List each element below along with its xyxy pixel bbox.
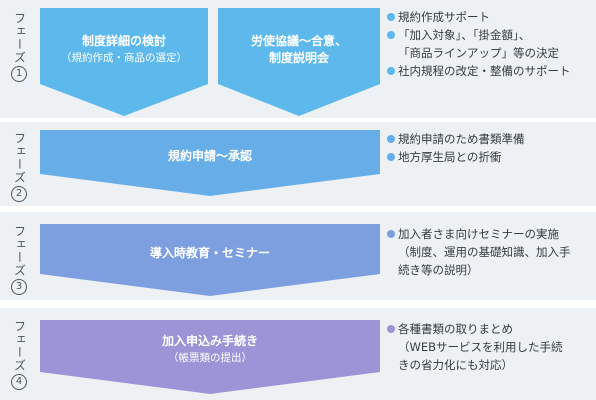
phase-4-step-arrow-1: 加入申込み手続き （帳票類の提出） [40,320,380,394]
note-line: 社内規程の改定・整備のサポート [398,64,571,78]
arrow-title: 加入申込み手続き [161,334,258,348]
phase-3-step-arrow-1: 導入時教育・セミナー [40,224,380,296]
note-line: 規約作成サポート [398,10,490,24]
arrow-polygon [40,8,208,116]
bullet-dot-icon [387,230,395,238]
arrow-shape [40,130,380,196]
phase-4-notes: 各種書類の取りまとめ （WEBサービスを利用した手続きの省力化にも対応） [386,320,594,374]
bullet-dot-icon [387,13,395,21]
phase-label-1: フェーズ 1 [8,12,30,82]
phase-label-3: フェーズ 3 [8,225,30,295]
bullet-dot-icon [387,31,395,39]
note-line: 「加入対象」、「掛金額」、 [398,28,531,42]
arrow-polygon [40,224,380,296]
note-item: 地方厚生局との折衝 [386,148,594,166]
note-item: 各種書類の取りまとめ （WEBサービスを利用した手続きの省力化にも対応） [386,320,594,374]
arrow-polygon [218,8,380,116]
arrow-title: 導入時教育・セミナー [149,245,270,260]
note-line: （WEBサービスを利用した手続 [398,340,563,354]
arrow-shape [40,224,380,296]
arrow-subtitle: （規約作成・商品の選定） [61,52,187,64]
note-line: 各種書類の取りまとめ [398,322,513,336]
note-line: 続き等の説明） [398,263,479,277]
phase-2-step-arrow-1: 規約申請～承認 [40,130,380,196]
note-line: 規約申請のため書類準備 [398,132,525,146]
arrow-title: 規約申請～承認 [167,148,252,163]
phase-label-4: フェーズ 4 [8,320,30,390]
note-line: 加入者さま向けセミナーの実施 [398,227,559,241]
note-line: 「商品ラインアップ」等の決定 [398,46,559,60]
phase-2-notes: 規約申請のため書類準備地方厚生局との折衝 [386,130,594,166]
bullet-dot-icon [387,325,395,333]
arrow-shape [40,8,208,116]
note-item: 規約申請のため書類準備 [386,130,594,148]
arrow-title: 制度詳細の検討 [81,34,166,48]
arrow-polygon [40,320,380,394]
note-item: 加入者さま向けセミナーの実施 （制度、運用の基礎知識、加入手続き等の説明） [386,225,594,279]
phase-1-step-arrow-2: 労使協議～合意、制度説明会 [218,8,380,116]
arrow-title: 制度説明会 [268,51,329,65]
note-line: きの省力化にも対応） [398,358,513,372]
phase-label-text: フェーズ [12,12,27,64]
note-line: （制度、運用の基礎知識、加入手 [398,245,571,259]
note-item: 社内規程の改定・整備のサポート [386,62,594,80]
note-item: 規約作成サポート [386,8,594,26]
bullet-dot-icon [387,135,395,143]
arrow-shape [40,320,380,394]
bullet-dot-icon [387,67,395,75]
phase-label-text: フェーズ [12,132,27,184]
arrow-subtitle: （帳票類の提出） [168,352,252,364]
note-line: 地方厚生局との折衝 [398,150,502,164]
phase-1-step-arrow-1: 制度詳細の検討 （規約作成・商品の選定） [40,8,208,116]
phase-label-text: フェーズ [12,320,27,372]
phase-number-badge: 3 [11,279,27,295]
phase-label-text: フェーズ [12,225,27,277]
phase-number-badge: 1 [11,66,27,82]
arrow-title: 労使協議～合意、 [250,34,347,48]
arrow-shape [218,8,380,116]
phase-label-2: フェーズ 2 [8,132,30,202]
note-item: 「加入対象」、「掛金額」、「商品ラインアップ」等の決定 [386,26,594,62]
phase-3-notes: 加入者さま向けセミナーの実施 （制度、運用の基礎知識、加入手続き等の説明） [386,225,594,279]
bullet-dot-icon [387,153,395,161]
phase-number-badge: 4 [11,374,27,390]
phase-1-notes: 規約作成サポート「加入対象」、「掛金額」、「商品ラインアップ」等の決定社内規程の… [386,8,594,80]
phase-number-badge: 2 [11,186,27,202]
arrow-polygon [40,130,380,196]
